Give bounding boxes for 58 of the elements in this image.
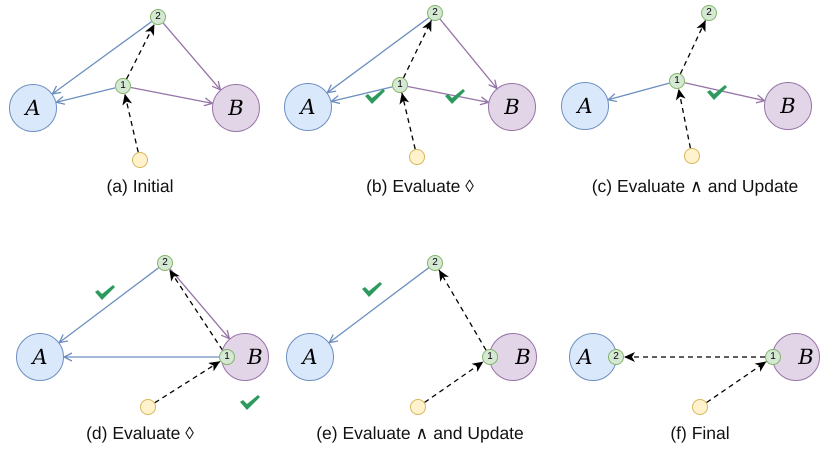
dashed-arrow [438, 270, 487, 350]
panel-caption: (a) Initial [106, 176, 174, 197]
panel-caption: (b) Evaluate ◊ [366, 176, 474, 197]
dashed-arrow [154, 360, 221, 404]
dashed-arrow [676, 88, 692, 148]
circle-node: B [212, 84, 260, 132]
circle-node: A [286, 333, 334, 381]
numbered-circle: 1 [219, 349, 235, 365]
dashed-arrow [126, 24, 155, 80]
arrow [684, 82, 766, 104]
circle-node: A [284, 83, 332, 131]
numbered-circle: 1 [482, 349, 498, 365]
circle-node: B [488, 83, 536, 131]
arrow [408, 86, 490, 106]
dashed-arrow [706, 360, 767, 404]
dashed-arrow [402, 20, 432, 78]
circle-node: A [561, 82, 609, 130]
circle [684, 148, 700, 164]
numbered-circle: 2 [427, 255, 443, 271]
circle-node: A [9, 84, 57, 132]
arrow [326, 17, 429, 94]
numbered-circle: 1 [392, 77, 408, 93]
panel-caption: (c) Evaluate ∧ and Update [592, 176, 798, 197]
circle [140, 399, 156, 415]
numbered-circle: 1 [765, 349, 781, 365]
arrow [328, 267, 429, 344]
arrow [58, 267, 159, 344]
circle [410, 399, 426, 415]
dashed-arrow [624, 352, 765, 362]
dashed-arrow [399, 92, 416, 150]
numbered-circle: 2 [701, 5, 717, 21]
panel-caption: (d) Evaluate ◊ [86, 423, 194, 444]
arrow [162, 22, 222, 90]
dashed-arrow [424, 361, 484, 403]
panel-caption: (e) Evaluate ∧ and Update [316, 423, 524, 444]
dashed-arrow [122, 94, 139, 152]
dashed-arrow [168, 269, 224, 351]
arrow [440, 18, 498, 90]
circle [409, 149, 425, 165]
arrow [56, 87, 116, 105]
panel-caption: (f) Final [670, 423, 730, 444]
arrow [63, 352, 219, 362]
numbered-circle: 2 [427, 5, 443, 21]
numbered-circle: 2 [150, 9, 166, 25]
arrow [330, 86, 392, 104]
circle [132, 152, 148, 168]
arrow [608, 82, 670, 102]
numbered-circle: 2 [608, 349, 624, 365]
circle-node: B [764, 82, 812, 130]
numbered-circle: 2 [157, 255, 173, 271]
numbered-circle: 1 [669, 73, 685, 89]
arrow [52, 21, 152, 95]
arrow [130, 86, 214, 106]
circle [692, 399, 708, 415]
circle-node: A [16, 333, 64, 381]
dashed-arrow [680, 20, 706, 74]
numbered-circle: 1 [115, 78, 131, 94]
arrow [170, 268, 230, 340]
